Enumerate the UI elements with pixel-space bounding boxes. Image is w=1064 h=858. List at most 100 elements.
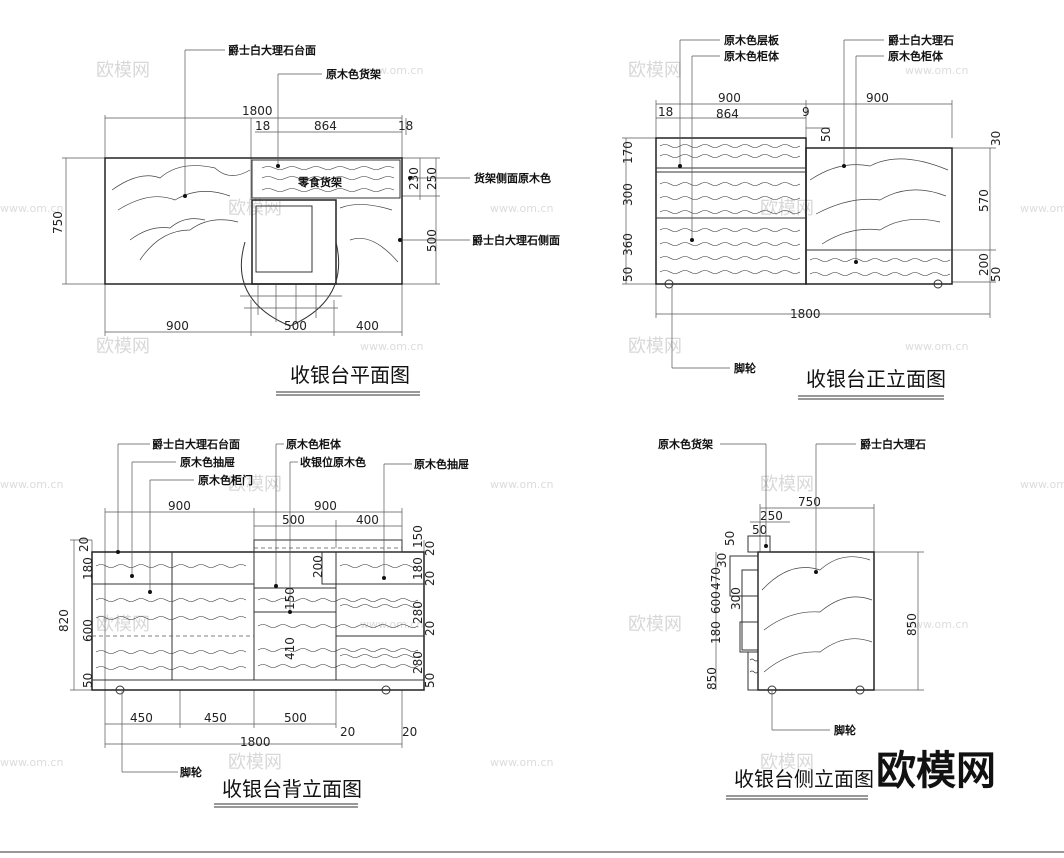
watermark-logo: 欧模网 (96, 336, 150, 357)
watermark-url: www.om.cn (1020, 478, 1064, 491)
watermark-url: www.om.cn (1020, 202, 1064, 215)
watermark-url: www.om.cn (490, 202, 553, 215)
front-dim-170: 170 (621, 141, 635, 164)
back-dim-r280b: 280 (411, 651, 425, 674)
back-dim-r20b: 20 (423, 571, 437, 586)
side-callout-wood-shelf: 原木色货架 (658, 437, 713, 451)
back-dim-t900b: 900 (314, 499, 337, 513)
front-dim-50: 50 (621, 267, 635, 282)
watermark-url: www.om.cn (360, 340, 423, 353)
back-dim-t900a: 900 (168, 499, 191, 513)
back-dim-l600: 600 (81, 619, 95, 642)
watermark-layer: 欧模网 www.om.cn 欧模网 www.om.cn www.om.cn 欧模… (0, 60, 1064, 773)
back-dim-l180: 180 (81, 557, 95, 580)
dim-500: 500 (425, 229, 439, 252)
brand-logo: 欧模网 (876, 748, 996, 794)
plan-view: 零食货架 1800 18 864 18 750 230 250 500 900 … (51, 43, 560, 396)
side-title: 收银台侧立面图 (734, 767, 874, 791)
back-dim-b500: 500 (284, 711, 307, 725)
back-dim-c410: 410 (283, 637, 297, 660)
back-dim-r280a: 280 (411, 601, 425, 624)
back-title: 收银台背立面图 (222, 777, 362, 801)
back-dim-b450b: 450 (204, 711, 227, 725)
side-dim-t50: 50 (752, 523, 767, 537)
watermark-logo: 欧模网 (760, 198, 814, 219)
front-dim-r50: 50 (989, 267, 1003, 282)
dim-right-edge: 18 (398, 119, 413, 133)
dim-left-edge: 18 (255, 119, 270, 133)
dim-230: 230 (407, 167, 421, 190)
back-callout-drawer: 原木色抽屉 (180, 455, 235, 469)
watermark-url: www.om.cn (360, 64, 423, 77)
front-dim-18: 18 (658, 105, 673, 119)
shelf-label: 零食货架 (297, 175, 342, 189)
front-dim-300: 300 (621, 183, 635, 206)
watermark-url: www.om.cn (360, 618, 423, 631)
side-callout-caster: 脚轮 (834, 723, 856, 737)
front-dim-864: 864 (716, 107, 739, 121)
front-dim-360: 360 (621, 233, 635, 256)
dim-total: 1800 (242, 104, 273, 118)
dim-900: 900 (166, 319, 189, 333)
back-callout-caster: 脚轮 (180, 765, 202, 779)
side-dim-l300: 300 (729, 587, 743, 610)
side-dim-t250: 250 (760, 509, 783, 523)
back-dim-b20a: 20 (340, 725, 355, 739)
dim-250: 250 (425, 167, 439, 190)
watermark-url: www.om.cn (0, 478, 63, 491)
back-callout-drawer2: 原木色抽屉 (414, 457, 469, 471)
callout-marble-side: 爵士白大理石侧面 (472, 233, 560, 247)
side-callout-marble: 爵士白大理石 (860, 437, 926, 451)
dim-400: 400 (356, 319, 379, 333)
side-dim-l600: 600 (709, 591, 723, 614)
watermark-url: www.om.cn (0, 756, 63, 769)
front-dim-900a: 900 (718, 91, 741, 105)
watermark-logo: 欧模网 (760, 474, 814, 495)
back-dim-r20a: 20 (423, 541, 437, 556)
watermark-url: www.om.cn (0, 202, 63, 215)
side-dim-l30: 30 (715, 553, 729, 568)
back-dim-r20c: 20 (423, 621, 437, 636)
back-callout-door: 原木色柜门 (198, 473, 253, 487)
side-elevation: 750 250 50 50 30 470 300 600 180 850 850… (658, 437, 926, 800)
watermark-logo: 欧模网 (628, 614, 682, 635)
back-dim-c200: 200 (311, 555, 325, 578)
watermark-logo: 欧模网 (760, 752, 814, 773)
back-dim-t500: 500 (282, 513, 305, 527)
back-dim-total: 1800 (240, 735, 271, 749)
watermark-logo: 欧模网 (228, 752, 282, 773)
watermark-logo: 欧模网 (228, 198, 282, 219)
side-dim-l180: 180 (709, 621, 723, 644)
dim-depth: 750 (51, 211, 65, 234)
watermark-logo: 欧模网 (628, 336, 682, 357)
side-dim-r850: 850 (905, 613, 919, 636)
front-dim-r30: 30 (989, 131, 1003, 146)
callout-shelf-board: 原木色层板 (724, 33, 780, 47)
watermark-logo: 欧模网 (228, 474, 282, 495)
front-dim-50r: 50 (819, 127, 833, 142)
back-dim-r50: 50 (423, 673, 437, 688)
watermark-logo: 欧模网 (628, 60, 682, 81)
back-dim-t400: 400 (356, 513, 379, 527)
side-dim-l470: 470 (709, 567, 723, 590)
side-dim-l850: 850 (705, 667, 719, 690)
callout-wood-shelf: 原木色货架 (326, 67, 381, 81)
front-dim-r570: 570 (977, 189, 991, 212)
callout-marble: 爵士白大理石 (888, 33, 954, 47)
front-dim-r200: 200 (977, 253, 991, 276)
back-dim-b20b: 20 (402, 725, 417, 739)
callout-caster: 脚轮 (734, 361, 756, 375)
callout-marble-top: 爵士白大理石台面 (228, 43, 316, 57)
front-dim-900b: 900 (866, 91, 889, 105)
back-dim-b450a: 450 (130, 711, 153, 725)
side-dim-l50: 50 (723, 531, 737, 546)
back-dim-r150: 150 (411, 525, 425, 548)
watermark-url: www.om.cn (905, 618, 968, 631)
watermark-logo: 欧模网 (96, 60, 150, 81)
back-dim-l50: 50 (81, 673, 95, 688)
dim-500b: 500 (284, 319, 307, 333)
side-dim-t750: 750 (798, 495, 821, 509)
back-callout-cash-wood: 收银位原木色 (300, 455, 366, 469)
front-title: 收银台正立面图 (806, 367, 946, 391)
